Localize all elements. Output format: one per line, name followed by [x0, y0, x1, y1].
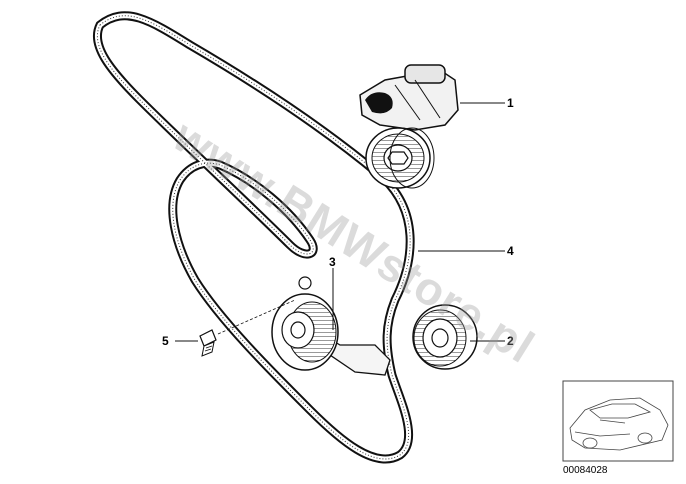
belt-tensioner[interactable]	[359, 64, 459, 189]
callout-1: 1	[507, 96, 514, 110]
guide-pulley-bracket[interactable]	[271, 276, 391, 376]
idler-pulley-icon	[412, 304, 478, 370]
car-thumbnail-icon	[569, 397, 669, 451]
hex-bolt-icon	[199, 329, 217, 357]
callout-3: 3	[329, 255, 336, 269]
leader-lines	[175, 102, 505, 342]
mounting-bolt[interactable]	[199, 299, 296, 357]
callout-2: 2	[507, 334, 514, 348]
idler-pulley-right[interactable]	[412, 304, 478, 370]
belt-tensioner-icon	[359, 64, 459, 189]
idler-pulley-icon	[271, 276, 391, 376]
diagram-code: 00084028	[563, 465, 608, 476]
callout-4: 4	[507, 244, 514, 258]
car-thumbnail[interactable]	[562, 380, 674, 462]
callout-5: 5	[162, 334, 169, 348]
